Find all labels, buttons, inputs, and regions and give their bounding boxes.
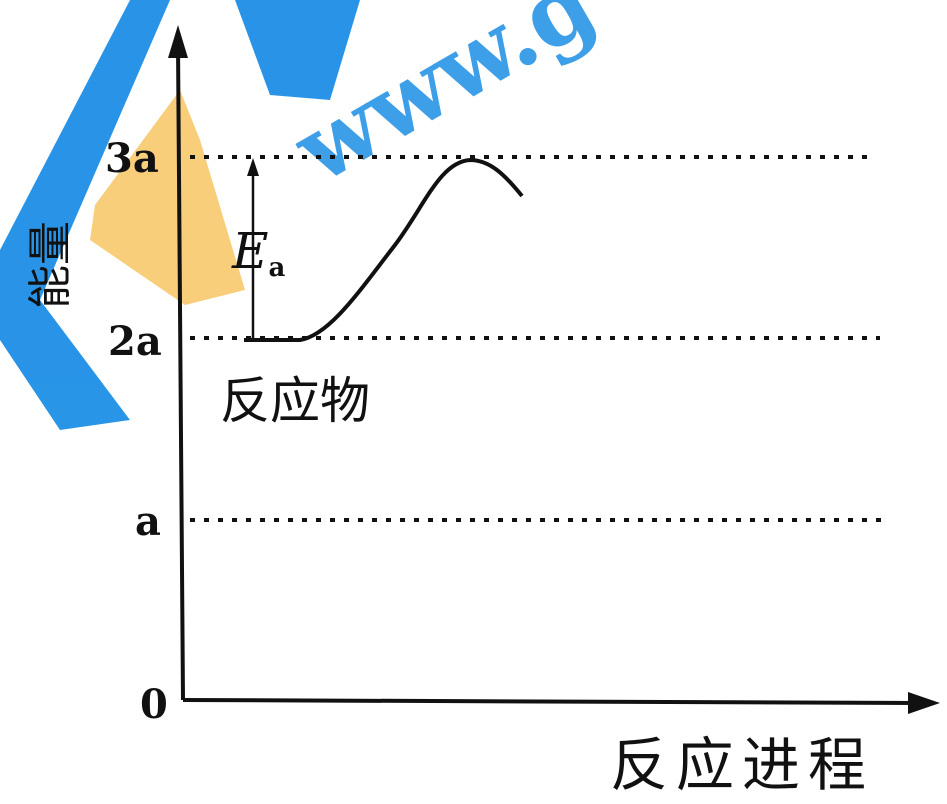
tick-label-a: a: [135, 498, 161, 545]
ea-subscript: a: [269, 253, 286, 283]
watermark: www.g: [0, 0, 612, 430]
y-axis-arrow: [168, 25, 188, 58]
x-axis: [182, 698, 916, 705]
watermark-blue-block: [235, 0, 360, 100]
tick-label-2a: 2a: [108, 318, 162, 365]
x-axis-label: 反应进程: [610, 731, 874, 799]
reaction-curve: [244, 157, 524, 342]
watermark-orange-shape: [90, 90, 245, 305]
ea-symbol: E: [231, 222, 269, 280]
y-axis-label: 能量: [25, 221, 76, 309]
ea-arrow-up-icon: [247, 158, 259, 176]
tick-label-0: 0: [140, 681, 168, 728]
watermark-blue-chevron: [0, 0, 170, 430]
tick-label-3a: 3a: [105, 135, 159, 182]
ea-label: Ea: [231, 222, 286, 283]
y-axis: [176, 44, 185, 701]
reactant-label: 反应物: [220, 372, 370, 430]
x-axis-arrow: [908, 692, 940, 714]
